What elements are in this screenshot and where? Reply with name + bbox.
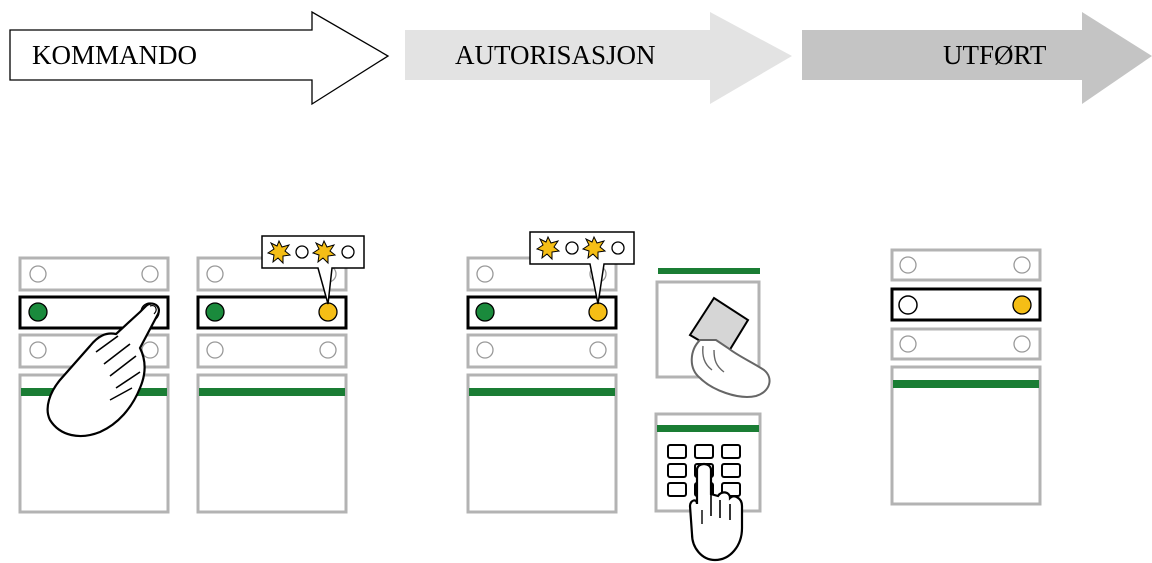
control-panel-command-result — [196, 235, 365, 514]
status-bar — [199, 388, 345, 396]
led-off-icon — [476, 341, 494, 359]
finger-on-keypad-icon — [688, 462, 744, 562]
pressing-hand-icon — [46, 302, 160, 438]
control-panel-executed — [890, 248, 1042, 506]
step-label-autorisasjon: AUTORISASJON — [455, 40, 656, 70]
led-off-icon — [589, 341, 607, 359]
status-bar — [469, 388, 615, 396]
led-green-icon — [205, 302, 225, 322]
led-off-icon — [898, 295, 918, 315]
led-off-icon — [29, 265, 47, 283]
step-label-utfort: UTFØRT — [943, 40, 1047, 70]
keypad-device — [654, 412, 762, 562]
led-yellow-icon — [588, 302, 608, 322]
arrow-shape-kommando — [9, 10, 390, 106]
led-off-icon — [476, 265, 494, 283]
led-off-icon — [206, 341, 224, 359]
card-reader-device — [655, 268, 771, 398]
keypad-key — [721, 444, 741, 459]
led-off-icon — [29, 341, 47, 359]
led-off-icon — [141, 341, 159, 359]
led-green-icon — [475, 302, 495, 322]
led-off-icon — [141, 265, 159, 283]
led-off-icon — [899, 335, 917, 353]
blinking-indicator-callout — [261, 235, 365, 305]
led-off-icon — [1013, 256, 1031, 274]
led-off-icon — [1013, 335, 1031, 353]
keypad-key — [694, 444, 714, 459]
status-bar — [893, 380, 1039, 388]
arrow-shape-autorisasjon — [405, 12, 792, 104]
panel-body — [466, 373, 618, 514]
blinking-indicator-callout — [529, 231, 635, 305]
process-arrow-kommando: KOMMANDO — [9, 10, 390, 106]
led-off-icon — [319, 341, 337, 359]
led-yellow-icon — [318, 302, 338, 322]
process-arrow-utfort: UTFØRT — [802, 12, 1152, 104]
led-off-icon — [206, 265, 224, 283]
status-bar — [658, 268, 760, 274]
keypad-key — [721, 463, 741, 478]
control-panel-command-press — [18, 256, 170, 514]
hand-with-card-icon — [688, 296, 771, 398]
step-label-kommando: KOMMANDO — [32, 40, 197, 70]
led-green-icon — [28, 302, 48, 322]
led-off-icon — [899, 256, 917, 274]
panel-body — [196, 373, 348, 514]
led-yellow-icon — [1012, 295, 1032, 315]
arrow-shape-utfort — [802, 12, 1152, 104]
keypad-key — [667, 463, 687, 478]
control-panel-authorization — [466, 231, 635, 514]
status-bar — [657, 425, 759, 432]
keypad-key — [667, 482, 687, 497]
process-arrow-autorisasjon: AUTORISASJON — [405, 12, 792, 104]
keypad-key — [667, 444, 687, 459]
panel-body — [890, 365, 1042, 506]
